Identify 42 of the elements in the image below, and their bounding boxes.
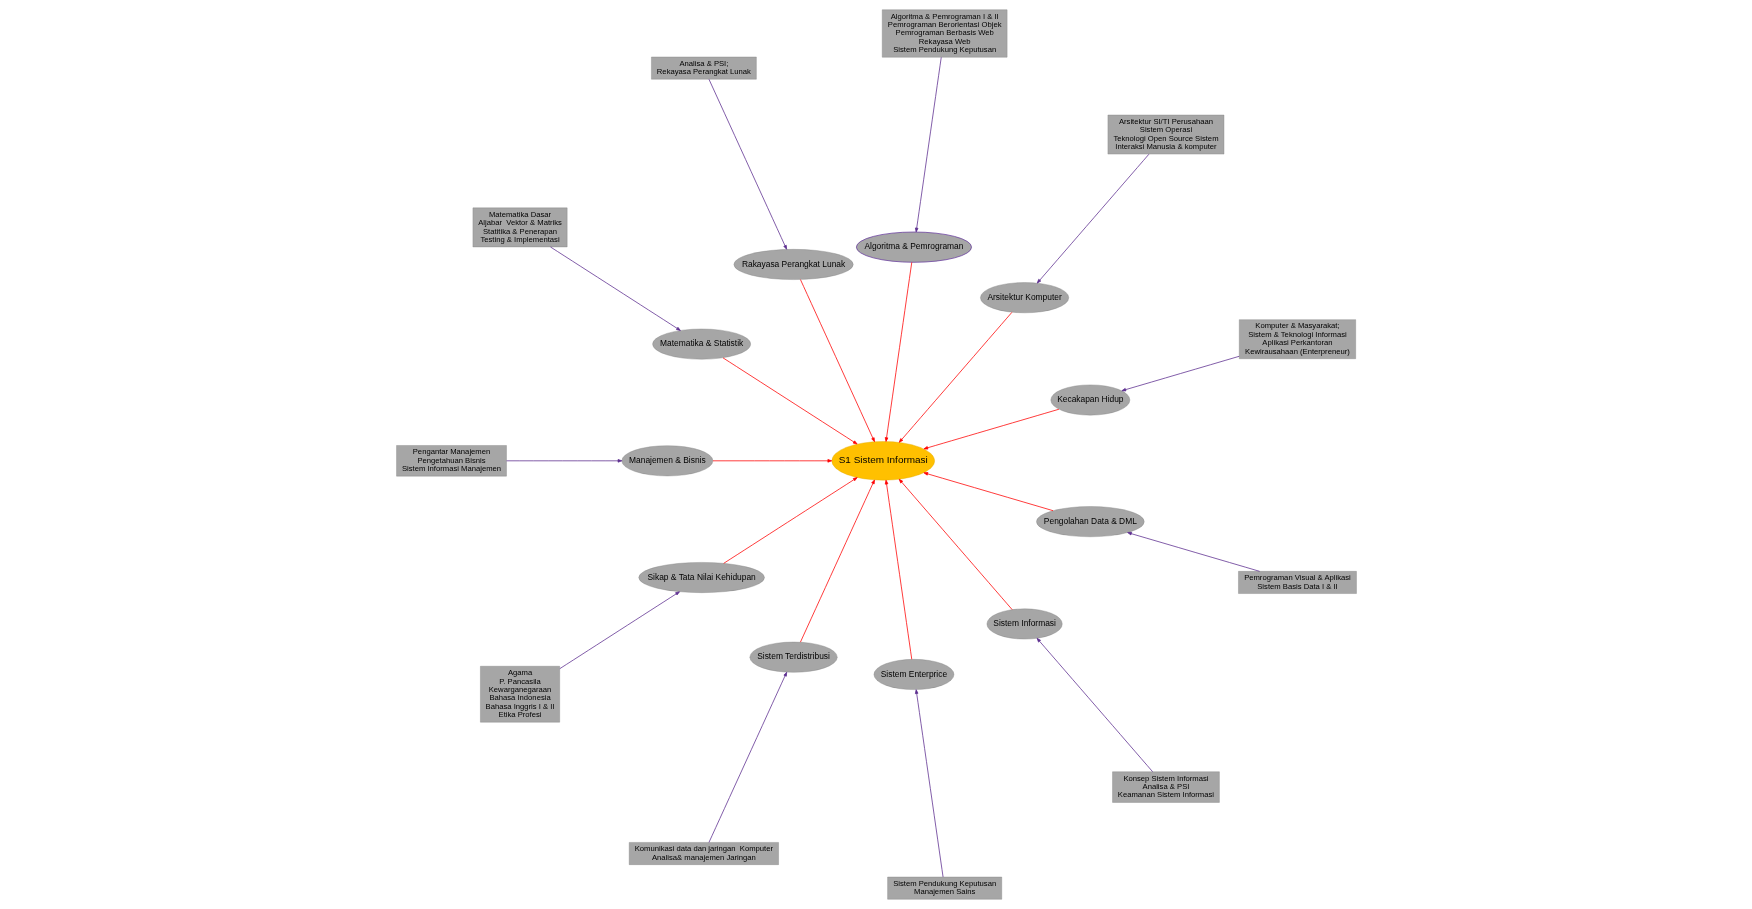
arrow	[898, 311, 1012, 443]
arrow	[558, 591, 680, 670]
node-box: Pengantar Manajemen Pengetahuan Bisnis Sistem Informasi Manajemen	[395, 445, 507, 477]
arrow	[712, 459, 832, 463]
arrow	[722, 477, 858, 564]
arrow	[914, 689, 943, 878]
node-box: Arsitektur SI/TI Perusahaan Sistem Operasi Teknologi Open Source Sistem Interaksi Manusia & komputer	[1107, 114, 1224, 155]
node-box: Algoritma & Pemrograman I & II Pemrograman Berorientasi Objek Pemrograman Berbasis Web Rekayasa Web Sistem Pendukung Keputusan	[881, 9, 1007, 58]
node-box: Matematika Dasar Aljabar Vektor & Matriks Statitika & Penerapan Testing & Implementasi	[472, 207, 567, 248]
node-ellipse: Arsitektur Komputer	[979, 282, 1069, 313]
arrow	[1121, 355, 1240, 392]
arrow	[1036, 153, 1149, 284]
arrow	[708, 78, 787, 250]
node-ellipse: Sikap & Tata Nilai Kehidupan	[638, 562, 765, 593]
node-ellipse: Algoritma & Pemrograman	[855, 231, 972, 263]
node-box: Agama P. Pancasila Kewarganegaraan Bahasa Indonesia Bahasa Inggris I & II Etika Profesi	[479, 666, 560, 723]
node-box: Pemrograman Visual & Aplikasi Sistem Basis Data I & II	[1237, 571, 1357, 594]
node-box: Komputer & Masyarakat; Sistem & Teknologi Informasi Aplikasi Perkantoran Kewirausahaan (Enterpreneur)	[1238, 319, 1356, 359]
node-ellipse: Manajemen & Bisnis	[621, 445, 713, 477]
node-box: Analisa & PSI; Rekayasa Perangkat Lunak	[650, 56, 757, 80]
arrow	[505, 459, 622, 463]
arrow	[799, 279, 875, 443]
arrow	[884, 261, 912, 442]
arrow	[923, 408, 1059, 450]
arrow	[884, 479, 912, 660]
node-box: Konsep Sistem Informasi Analisa & PSI Keamanan Sistem Informasi	[1111, 771, 1220, 803]
arrow	[1126, 532, 1260, 572]
node-ellipse: Rakayasa Perangkat Lunak	[733, 249, 853, 280]
arrow	[722, 357, 857, 445]
arrow	[708, 671, 787, 843]
node-ellipse: Sistem Enterprice	[873, 659, 954, 690]
node-ellipse: Sistem Terdistribusi	[749, 641, 837, 673]
node-box: Komunikasi data dan jaringan Komputer Analisa& manajemen Jaringan	[628, 842, 779, 865]
arrow	[799, 479, 875, 643]
arrow	[914, 56, 942, 233]
node-ellipse: Sistem Informasi	[986, 608, 1062, 640]
arrow	[898, 478, 1013, 610]
arrow	[923, 472, 1053, 512]
arrow	[1036, 637, 1153, 773]
node-box: Sistem Pendukung Keputusan Manajemen Sains	[886, 876, 1002, 900]
node-ellipse: Kecakapan Hidup	[1050, 384, 1130, 416]
arrow	[549, 246, 681, 331]
